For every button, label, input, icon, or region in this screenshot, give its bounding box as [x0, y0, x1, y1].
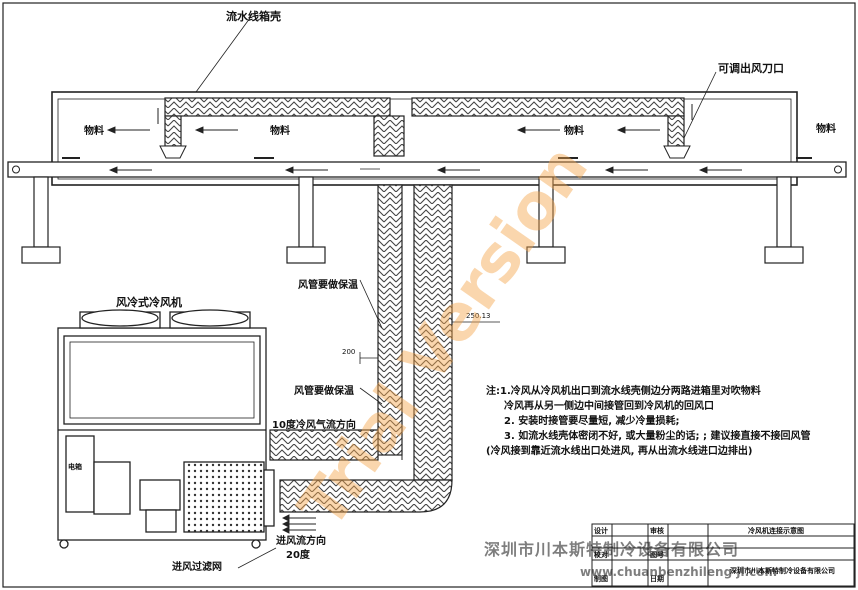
air-cooled-chiller — [57, 309, 275, 549]
air-outlet-nozzles — [157, 104, 693, 159]
label-inlet-temp: 20度 — [286, 550, 310, 561]
watermark-company: 深圳市川本斯特制冷设备有限公司 — [484, 540, 740, 559]
label-cold-air-flow: 10度冷风气流方向 — [272, 420, 356, 431]
label-chiller: 风冷式冷风机 — [116, 296, 182, 309]
label-inlet-flow: 进风流方向 — [276, 536, 326, 547]
tb-design: 设计 — [594, 527, 608, 535]
insulated-air-duct — [164, 97, 685, 513]
tb-check: 校对 — [594, 551, 608, 559]
label-material-4: 物料 — [816, 124, 836, 135]
note-line-4: 3. 如流水线壳体密闭不好, 或大量粉尘的话; ; 建议接直接不接回风管 — [504, 431, 811, 442]
note-line-3: 2. 安装时接管要尽量短, 减少冷量损耗; — [504, 416, 680, 427]
tb-company: 深圳市川本斯特制冷设备有限公司 — [730, 567, 835, 575]
label-electric-box: 电箱 — [68, 463, 82, 471]
tb-review: 审核 — [650, 527, 664, 535]
tb-date: 日期 — [650, 575, 664, 583]
label-dim-200: 200 — [342, 348, 356, 356]
note-line-2: 冷风再从另一侧边中间接管回到冷风机的回风口 — [504, 401, 714, 412]
tb-make: 制图 — [594, 575, 608, 583]
note-line-1: 注:1.冷风从冷风机出口到流水线壳侧边分两路进箱里对吹物料 — [486, 386, 761, 397]
label-insulation-2: 风管要做保温 — [294, 386, 354, 397]
watermark-site: www.chuanbenzhileng jl.com — [580, 565, 778, 579]
tb-title: 冷风机连接示意图 — [748, 527, 804, 535]
dimension-lines — [359, 316, 500, 364]
label-filter: 进风过滤网 — [172, 562, 222, 573]
tb-drawing-no: 图号 — [650, 551, 664, 559]
label-housing: 流水线箱壳 — [226, 10, 281, 23]
label-material-2: 物料 — [270, 126, 290, 137]
label-adjustable-outlet: 可调出风刀口 — [718, 62, 784, 75]
leader-lines — [195, 17, 717, 569]
conveyor-supports — [21, 176, 804, 264]
title-block — [591, 523, 855, 587]
flow-arrows — [106, 126, 742, 534]
note-line-5: (冷风接到靠近流水线出口处进风, 再从出流水线进口边排出) — [486, 446, 753, 457]
label-material-3: 物料 — [564, 126, 584, 137]
label-insulation-1: 风管要做保温 — [298, 280, 358, 291]
label-dim-250: 250.13 — [466, 312, 491, 320]
label-material-1: 物料 — [84, 126, 104, 137]
